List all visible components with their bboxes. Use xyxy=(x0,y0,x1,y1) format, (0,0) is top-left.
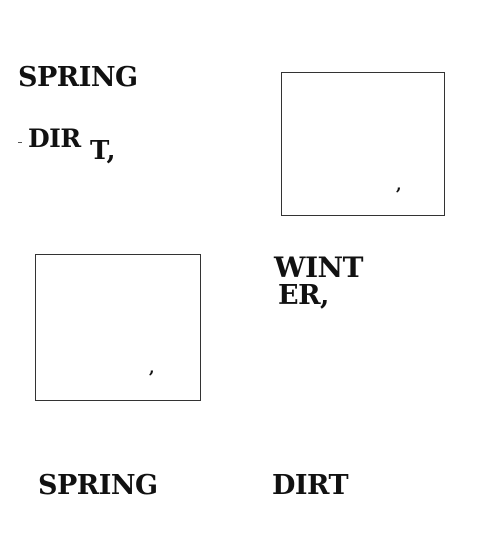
box-comma: , xyxy=(396,175,402,194)
word-wint-part: WINT xyxy=(274,251,363,284)
word-dir-part: DIR xyxy=(28,124,81,153)
stray-mark xyxy=(18,142,22,143)
box-comma: , xyxy=(149,358,155,377)
answer-box-top-right[interactable]: , xyxy=(281,72,445,216)
word-spring-top: SPRING xyxy=(18,62,138,93)
word-spring-bottom: SPRING xyxy=(38,470,158,501)
word-er-part: ER, xyxy=(278,280,329,311)
word-dirt-bottom: DIRT xyxy=(272,470,349,501)
answer-box-middle-left[interactable]: , xyxy=(35,254,201,401)
word-t-part: T, xyxy=(90,136,116,166)
